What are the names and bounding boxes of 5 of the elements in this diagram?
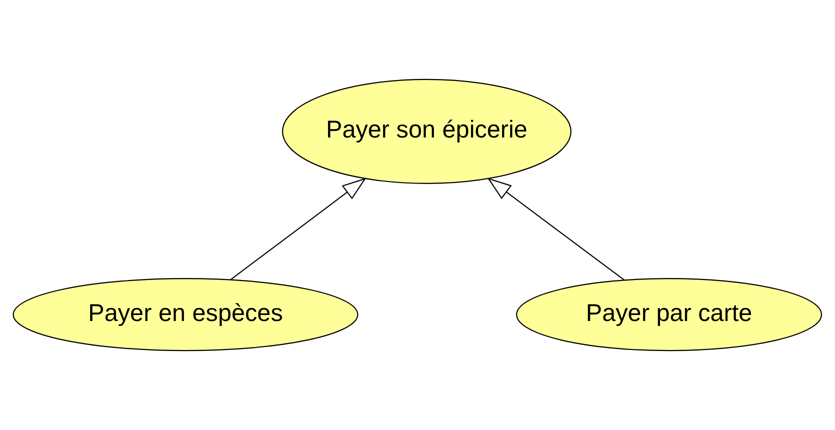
node-ellipse: Payer en espèces	[12, 278, 358, 352]
node-ellipse: Payer son épicerie	[282, 78, 572, 184]
arrow	[230, 178, 366, 280]
node-ellipse: Payer par carte	[516, 278, 822, 352]
arrow	[487, 178, 625, 281]
